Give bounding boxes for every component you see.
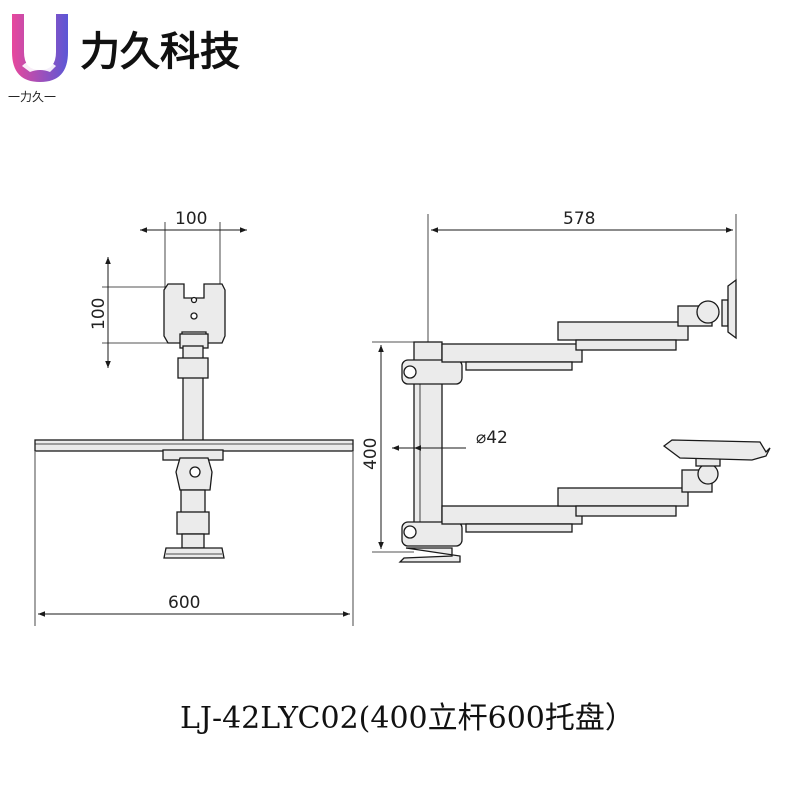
dim-reach: 578 [427, 209, 737, 342]
side-base [398, 547, 461, 563]
dim-tray-width-label: 600 [168, 593, 200, 613]
dim-vesa-width: 100 [140, 209, 247, 292]
handshake-icon [22, 61, 56, 72]
pole-clamp-upper [177, 357, 209, 379]
dim-pole-diameter: ⌀42 [392, 428, 508, 451]
pole-clamp-lower [176, 511, 210, 535]
front-view: 100 100 [34, 209, 354, 626]
dim-reach-label: 578 [563, 209, 595, 229]
dim-pole-height-label: 400 [361, 438, 381, 470]
model-caption: LJ-42LYC02(400立杆600托盘） [180, 701, 635, 736]
logo-u-icon [12, 14, 68, 82]
lower-arm [401, 439, 771, 547]
side-view: 578 400 ⌀42 [361, 209, 771, 563]
dim-pole-diameter-label: ⌀42 [476, 428, 508, 448]
dim-vesa-height-label: 100 [89, 298, 109, 330]
dim-vesa-width-label: 100 [175, 209, 207, 229]
dim-pole-height: 400 [361, 341, 414, 553]
dim-vesa-height: 100 [89, 257, 172, 368]
brand-sub-label: 一力久一 [8, 90, 56, 104]
side-tray [662, 439, 771, 461]
brand-logo: 力久科技 一力久一 [8, 14, 240, 104]
front-base [163, 547, 225, 559]
brand-name: 力久科技 [80, 29, 240, 75]
vesa-plate [163, 283, 226, 349]
upper-arm [401, 278, 737, 385]
dim-tray-width: 600 [34, 452, 354, 626]
